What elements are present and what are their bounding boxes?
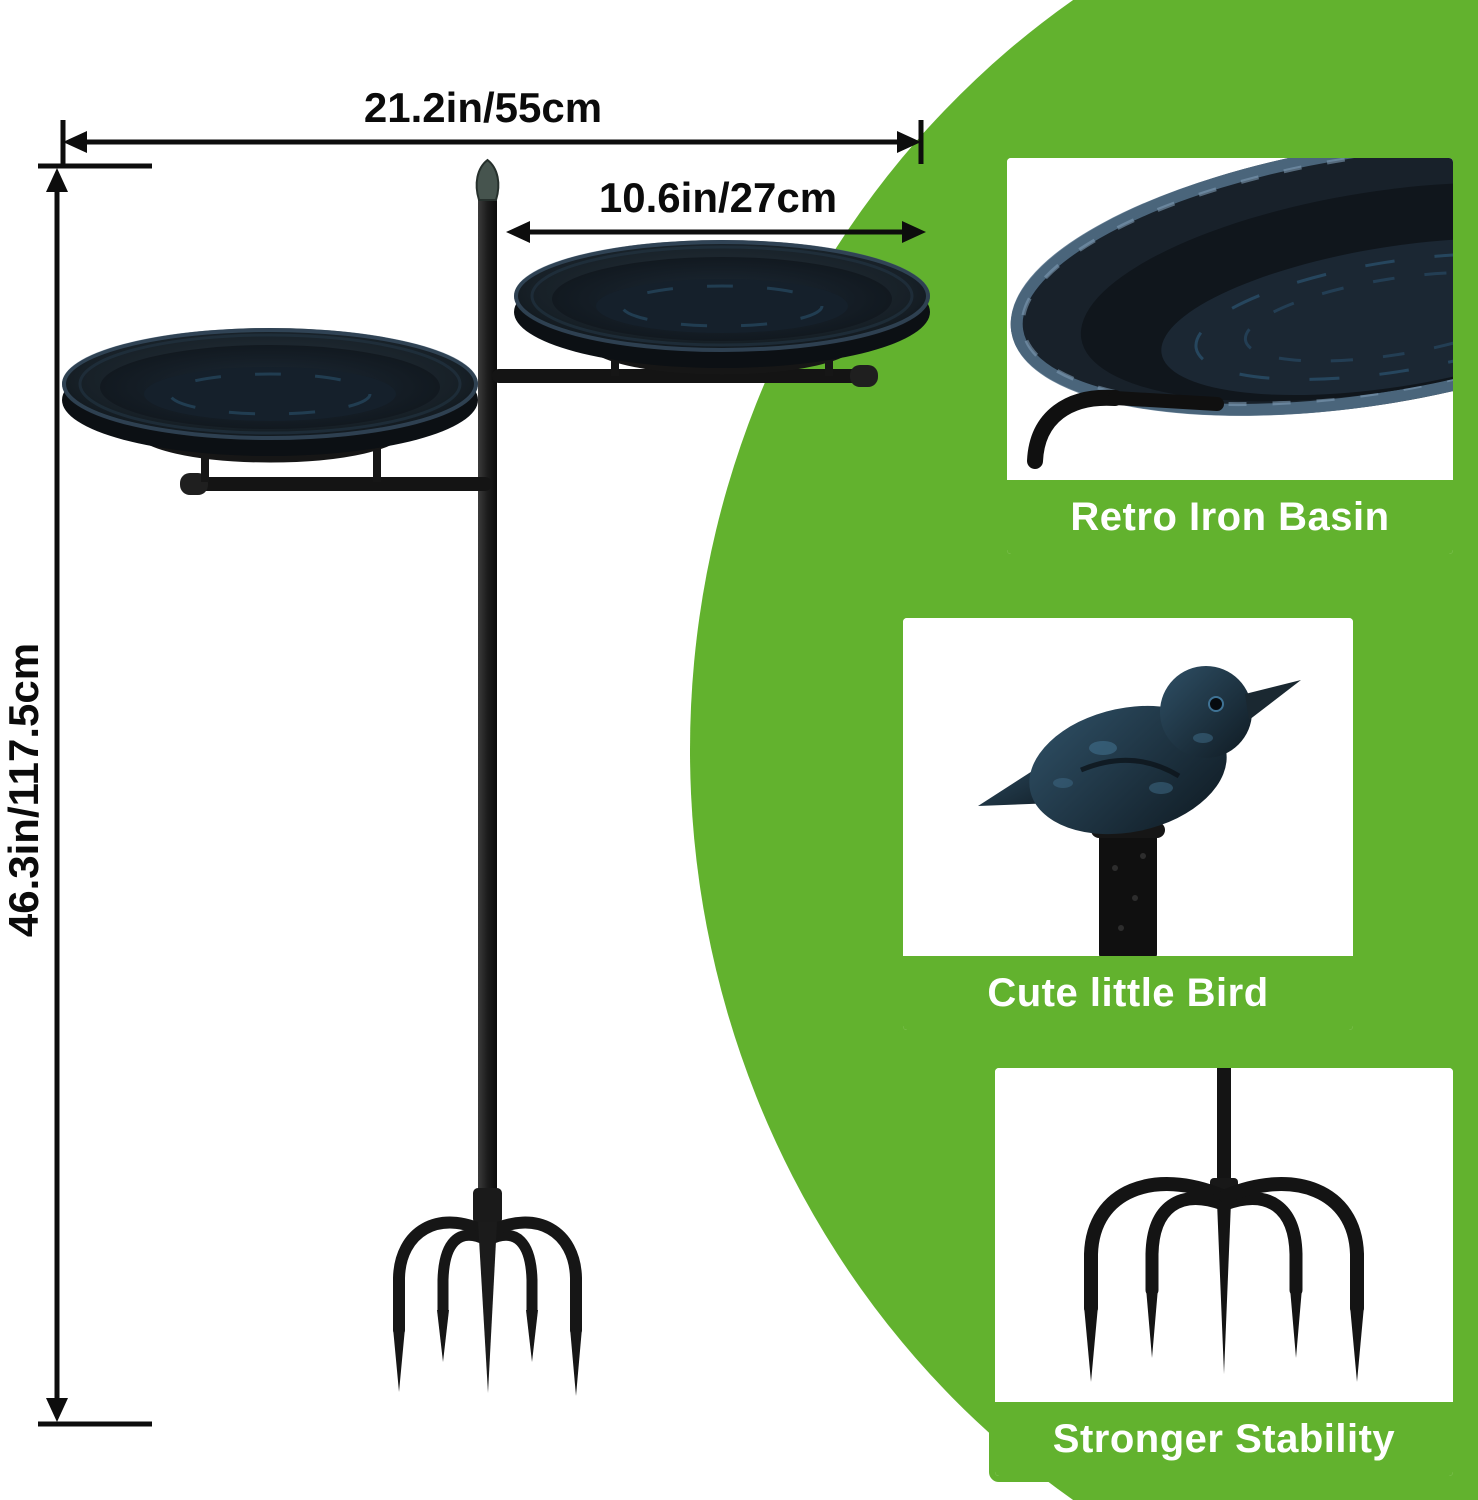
callout-card-retro-iron-basin: Retro Iron Basin bbox=[1001, 152, 1459, 560]
center-spike bbox=[1217, 1202, 1231, 1374]
arrow-right-icon bbox=[897, 131, 921, 153]
bird-figure bbox=[978, 666, 1301, 835]
callout-label-retro-iron-basin: Retro Iron Basin bbox=[1007, 480, 1453, 554]
right-basin bbox=[514, 240, 930, 376]
basin-closeup-image bbox=[1007, 158, 1453, 480]
arrow-left-icon bbox=[506, 221, 530, 243]
dimension-lines bbox=[38, 120, 926, 1427]
bird-finial bbox=[475, 158, 500, 201]
callout-card-cute-little-bird: Cute little Bird bbox=[897, 612, 1359, 1036]
left-basin-arm bbox=[180, 473, 492, 495]
bird-eye bbox=[1208, 696, 1224, 712]
dimension-label-total-width: 21.2in/55cm bbox=[363, 84, 603, 131]
dimension-width-upper bbox=[506, 221, 926, 243]
arrow-right-icon bbox=[902, 221, 926, 243]
bird-bath-stand bbox=[62, 158, 930, 1396]
bird-finial-image bbox=[903, 618, 1353, 956]
arrow-left-icon bbox=[63, 131, 87, 153]
callout-card-stronger-stability: Stronger Stability bbox=[989, 1062, 1459, 1482]
stand-pole bbox=[478, 196, 497, 1206]
callout-label-stronger-stability: Stronger Stability bbox=[995, 1402, 1453, 1476]
dimension-label-upper-width: 10.6in/27cm bbox=[598, 174, 838, 221]
bird-beak bbox=[1245, 680, 1301, 720]
dimension-label-height: 46.3in/117.5cm bbox=[0, 642, 47, 938]
stake-prongs-image bbox=[995, 1068, 1453, 1402]
callout-label-cute-little-bird: Cute little Bird bbox=[903, 956, 1353, 1030]
prong-set bbox=[1084, 1068, 1364, 1382]
left-basin bbox=[62, 328, 478, 482]
arrow-down-icon bbox=[46, 1398, 68, 1422]
center-spike bbox=[478, 1222, 497, 1393]
right-basin-arm bbox=[492, 365, 878, 387]
finial-pole bbox=[1099, 830, 1157, 956]
dimension-height bbox=[38, 163, 152, 1427]
dimension-width-total bbox=[60, 120, 924, 164]
arrow-up-icon bbox=[46, 168, 68, 192]
ground-stake-prongs bbox=[393, 1188, 582, 1396]
basin-holder-hook bbox=[1027, 389, 1123, 469]
